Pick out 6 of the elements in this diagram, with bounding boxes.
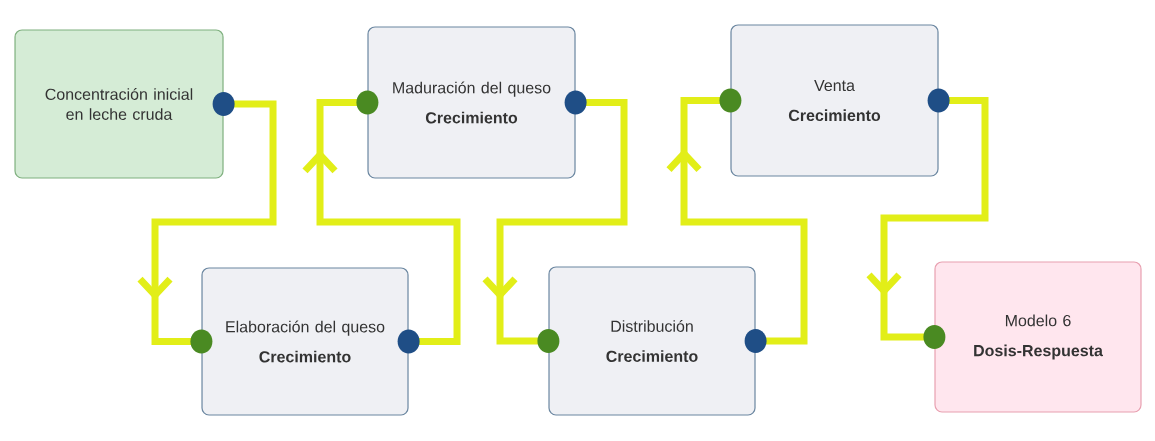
process-box: Distribución Crecimiento	[548, 266, 756, 416]
process-box: Concentración inicial en leche cruda	[14, 29, 224, 179]
process-box: Elaboración del queso Crecimiento	[201, 267, 409, 416]
process-box: Maduración del queso Crecimiento	[367, 26, 576, 179]
process-box: Venta Crecimiento	[730, 24, 939, 177]
process-box: Modelo 6 Dosis-Respuesta	[934, 261, 1142, 413]
